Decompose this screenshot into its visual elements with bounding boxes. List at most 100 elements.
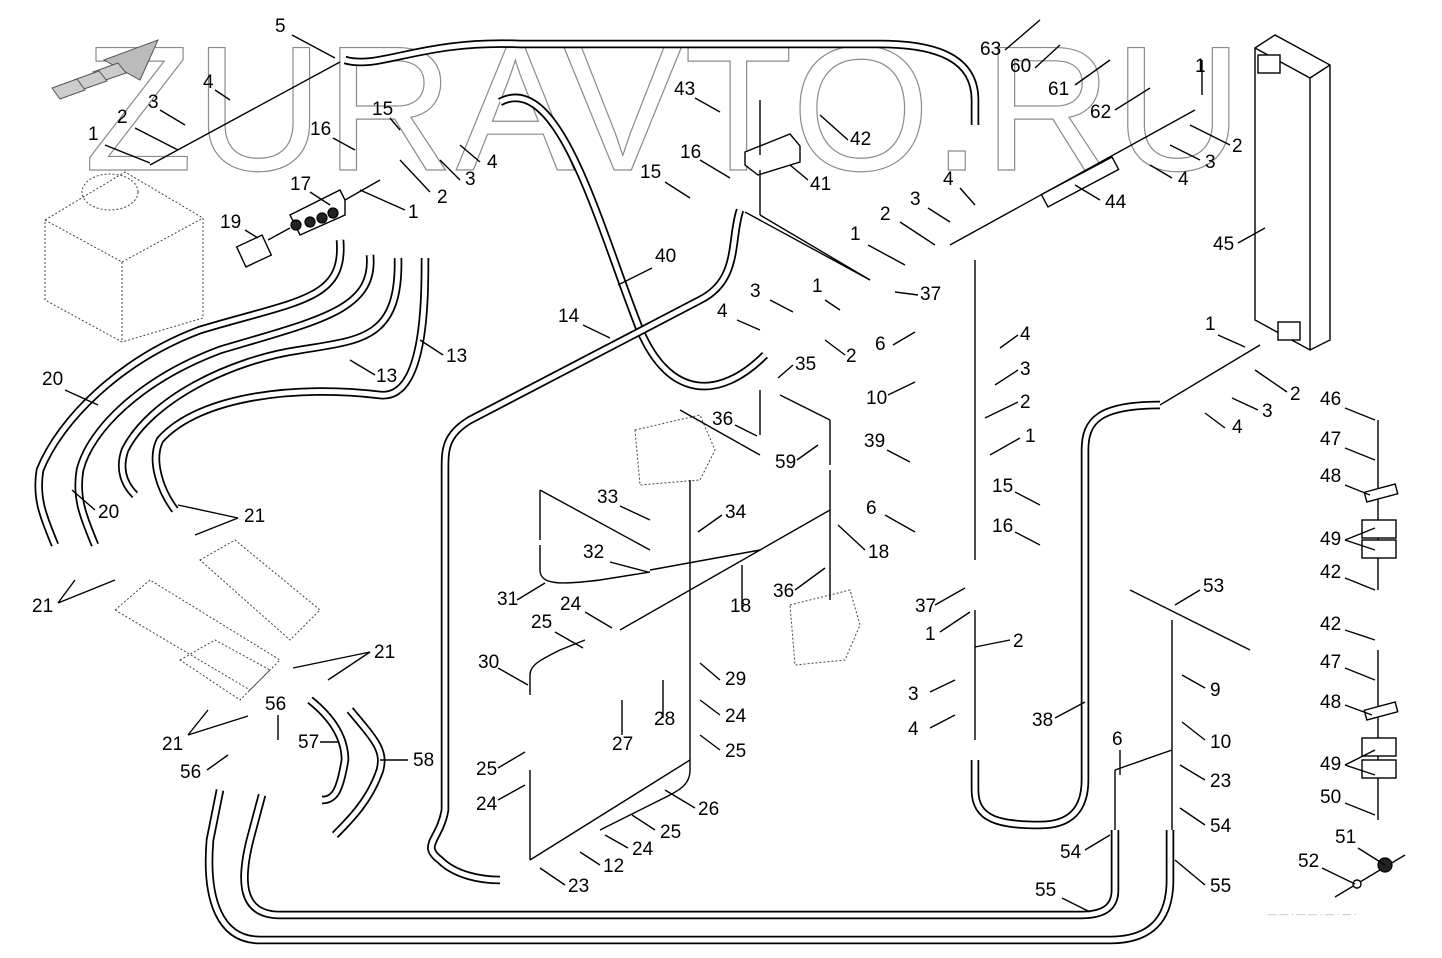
callout-leader-line: [699, 734, 721, 751]
callout-label-2: 2: [1020, 392, 1031, 413]
callout-label-13: 13: [376, 366, 397, 387]
callout-leader-line: [57, 579, 116, 604]
callout-leader-line: [1237, 227, 1266, 244]
callout-label-3: 3: [1020, 359, 1031, 380]
callout-label-1: 1: [1025, 426, 1036, 447]
manifold-17: [289, 179, 381, 236]
callout-label-16: 16: [680, 142, 701, 163]
callout-leader-line: [327, 651, 371, 681]
callout-leader-line: [974, 639, 1011, 648]
callout-label-38: 38: [1032, 710, 1053, 731]
callout-leader-line: [309, 191, 331, 206]
callout-leader-line: [1074, 184, 1101, 201]
callout-leader-line: [389, 117, 401, 131]
callout-label-16: 16: [992, 516, 1013, 537]
callout-label-59: 59: [775, 452, 796, 473]
callout-label-2: 2: [1232, 136, 1243, 157]
callout-leader-line: [892, 331, 916, 346]
callout-label-30: 30: [478, 652, 499, 673]
callout-leader-line: [1321, 867, 1356, 885]
callout-leader-line: [57, 579, 76, 604]
callout-leader-line: [1179, 764, 1206, 781]
callout-label-1: 1: [812, 276, 823, 297]
callout-leader-line: [1169, 144, 1201, 161]
clamp-stack-right: [1334, 420, 1406, 898]
callout-label-29: 29: [725, 669, 746, 690]
callout-label-10: 10: [1210, 732, 1231, 753]
callout-leader-line: [214, 89, 231, 101]
callout-label-15: 15: [372, 99, 393, 120]
callout-leader-line: [664, 789, 696, 809]
callout-label-32: 32: [583, 542, 604, 563]
callout-leader-line: [886, 449, 911, 463]
callout-label-12: 12: [603, 856, 624, 877]
callout-label-17: 17: [290, 174, 311, 195]
callout-label-18: 18: [730, 596, 751, 617]
callout-leader-line: [194, 517, 239, 536]
callout-leader-line: [1174, 859, 1206, 886]
callout-leader-line: [1034, 44, 1061, 69]
callout-leader-line: [584, 611, 613, 629]
footer-code: — — · — — · — · — ·: [1268, 909, 1357, 919]
callout-leader-line: [794, 567, 826, 591]
callout-leader-line: [837, 524, 866, 551]
callout-leader-line: [64, 389, 99, 406]
callout-leader-line: [177, 504, 239, 519]
callout-label-53: 53: [1203, 576, 1224, 597]
callout-leader-line: [579, 851, 601, 866]
callout-label-4: 4: [1232, 417, 1243, 438]
callout-label-1: 1: [850, 224, 861, 245]
callout-leader-line: [1344, 802, 1376, 816]
callout-leader-line: [699, 662, 721, 681]
callout-leader-line: [1344, 447, 1376, 461]
callout-label-42: 42: [850, 129, 871, 150]
hose-14: [427, 208, 871, 885]
callout-label-21: 21: [244, 506, 265, 527]
callout-label-25: 25: [476, 759, 497, 780]
hydraulic-tank: [44, 171, 204, 343]
callout-leader-line: [664, 181, 691, 199]
callout-leader-line: [1074, 59, 1111, 86]
callout-leader-line: [994, 369, 1019, 386]
callout-label-18: 18: [868, 542, 889, 563]
callout-label-49: 49: [1320, 529, 1341, 550]
callout-leader-line: [159, 109, 186, 126]
callout-label-37: 37: [920, 284, 941, 305]
callout-label-6: 6: [875, 334, 886, 355]
callout-label-56: 56: [265, 694, 286, 715]
callout-labels: 5432115161712341943421615416360616212344…: [32, 16, 1386, 913]
tube-44: [949, 109, 1196, 246]
callout-label-56: 56: [180, 762, 201, 783]
callout-label-55: 55: [1210, 876, 1231, 897]
callout-label-25: 25: [531, 612, 552, 633]
callout-label-36: 36: [773, 581, 794, 602]
callout-leader-line: [939, 611, 971, 633]
callout-label-15: 15: [640, 162, 661, 183]
callout-label-4: 4: [487, 152, 498, 173]
callout-label-14: 14: [558, 306, 580, 327]
callout-leader-line: [819, 114, 849, 141]
callout-label-13: 13: [446, 346, 467, 367]
callout-leader-line: [1014, 531, 1041, 546]
callout-leader-line: [582, 324, 611, 339]
callout-label-58: 58: [413, 750, 434, 771]
callout-label-1: 1: [1195, 56, 1206, 77]
callout-label-25: 25: [660, 822, 681, 843]
callout-label-34: 34: [725, 502, 747, 523]
callout-leader-line: [1054, 701, 1086, 719]
callout-leader-line: [1357, 847, 1386, 866]
callout-leader-line: [736, 319, 761, 331]
hose-5: [149, 39, 980, 166]
callout-leader-line: [332, 137, 356, 151]
callout-leader-line: [1344, 577, 1376, 591]
callout-label-19: 19: [220, 212, 241, 233]
callout-label-54: 54: [1060, 842, 1082, 863]
callout-label-31: 31: [497, 589, 518, 610]
callout-label-63: 63: [980, 39, 1001, 60]
callout-label-40: 40: [655, 246, 676, 267]
callout-leader-line: [1344, 704, 1373, 716]
callout-leader-line: [927, 207, 951, 223]
callout-label-3: 3: [465, 169, 476, 190]
callout-label-3: 3: [148, 92, 159, 113]
hoses-13-20: [34, 239, 430, 547]
